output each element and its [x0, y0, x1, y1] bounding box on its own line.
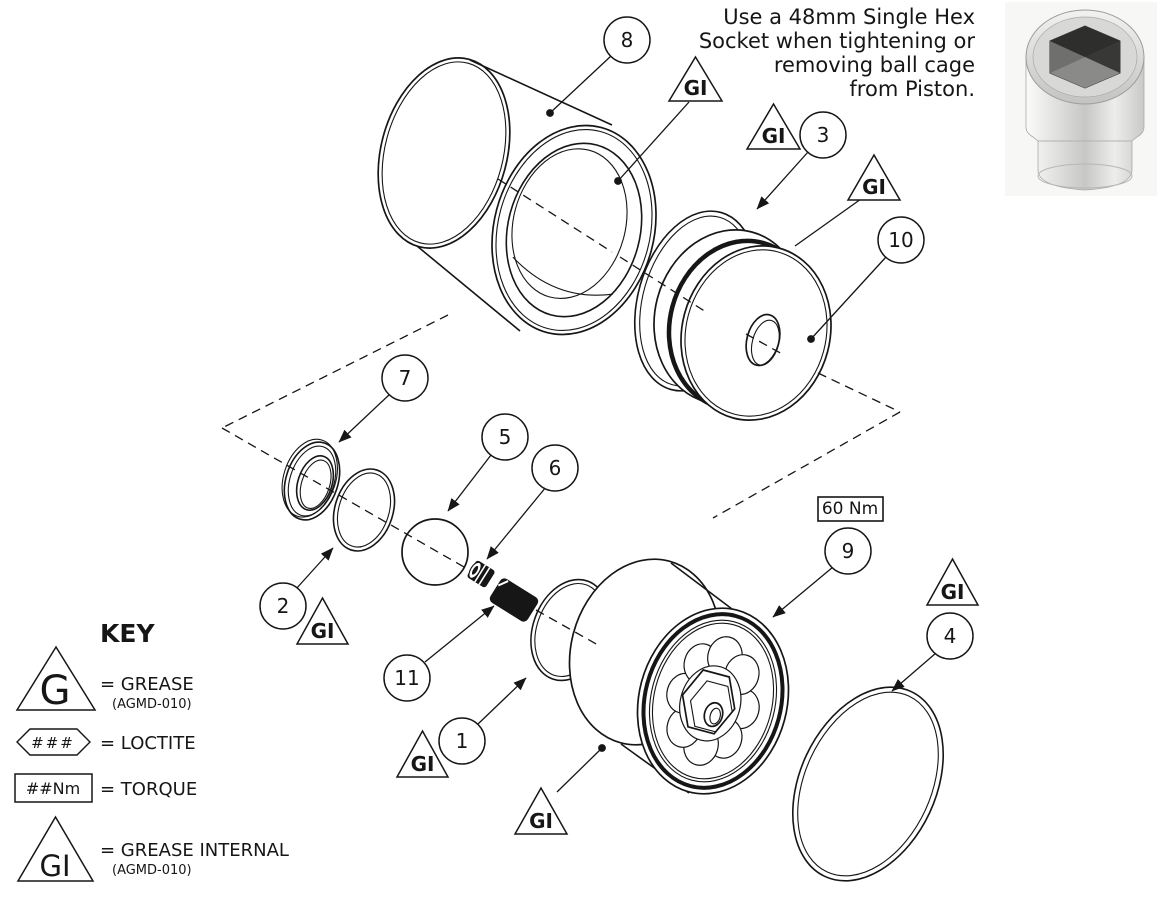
callout-5: 5 [481, 413, 529, 461]
gi-symbol-disc: GI [846, 153, 902, 201]
note-line-2: Socket when tightening or [699, 29, 976, 53]
gi-label: GI [411, 752, 435, 776]
key-title: KEY [100, 619, 155, 648]
torque-symbol: ##Nm [26, 779, 80, 798]
callout-9: 9 [824, 527, 872, 575]
key-entry-grease: G = GREASE (AGMD-010) [15, 645, 194, 714]
hex-facet-top [1050, 26, 1120, 57]
gi-symbol-oring-2: GI [295, 596, 350, 645]
note-line-1: Use a 48mm Single Hex [723, 5, 975, 29]
leader-callout-7 [338, 393, 391, 443]
grease-triangle-icon [15, 645, 97, 711]
hex-facet-bottom [1050, 57, 1120, 88]
loctite-label: = LOCTITE [100, 733, 196, 754]
hex-facet-right [1085, 41, 1120, 73]
grease-internal-symbol: GI [39, 849, 70, 883]
grease-code: (AGMD-010) [112, 697, 192, 712]
part-6-plug [467, 560, 495, 588]
note-line-4: from Piston. [849, 77, 975, 101]
torque-box-icon [14, 773, 93, 803]
torque-value: 60 Nm [822, 499, 878, 519]
grease-symbol: G [40, 668, 71, 714]
part-5-ball [401, 518, 469, 586]
instruction-note: Use a 48mm Single Hex Socket when tighte… [699, 5, 976, 101]
leader-lines [295, 55, 937, 793]
callout-11: 11 [383, 654, 431, 702]
key-entry-grease-internal: GI = GREASE INTERNAL (AGMD-010) [16, 815, 289, 883]
leader-callout-5 [447, 454, 492, 512]
callout-2: 2 [259, 582, 307, 630]
part-11-spring [489, 578, 539, 622]
callout-3: 3 [799, 111, 847, 159]
socket-bottom-edge [1037, 163, 1133, 189]
callout-5-number: 5 [499, 425, 512, 449]
leader-callout-10 [807, 256, 887, 343]
part-9-ball-cage [636, 607, 790, 795]
leader-callout-1 [477, 677, 527, 725]
callout-7-number: 7 [399, 366, 412, 390]
leader-callout-9 [772, 566, 834, 618]
leader-callout-8 [546, 55, 612, 117]
callout-3-number: 3 [817, 123, 830, 147]
leader-callout-4 [891, 652, 937, 692]
callout-11-number: 11 [394, 666, 419, 690]
hex-facet-left [1050, 41, 1085, 73]
gi-symbol-oring-1: GI [395, 729, 450, 778]
callout-4-number: 4 [944, 624, 957, 648]
callout-8-number: 8 [621, 28, 634, 52]
socket-photo [1005, 2, 1157, 196]
part-4-oring [791, 686, 945, 882]
grease-internal-code: (AGMD-010) [112, 863, 192, 878]
gi-label: GI [684, 76, 708, 100]
callout-6-number: 6 [549, 456, 562, 480]
part-8-cylinder [377, 57, 657, 336]
gi-symbol-piston: GI [513, 786, 569, 835]
callout-8: 8 [603, 16, 651, 64]
callout-10: 10 [877, 216, 925, 264]
callout-2-number: 2 [277, 594, 290, 618]
leader-callout-2 [295, 547, 334, 590]
gi-label: GI [529, 809, 553, 833]
grease-internal-label: = GREASE INTERNAL [100, 840, 289, 861]
centerlines [221, 178, 901, 646]
callout-4: 4 [926, 612, 974, 660]
note-line-3: removing ball cage [774, 53, 975, 77]
gi-label: GI [762, 124, 786, 148]
callout-9-number: 9 [842, 539, 855, 563]
grease-internal-triangle-icon [16, 815, 95, 882]
gi-label: GI [311, 619, 335, 643]
torque-callout: 60 Nm [817, 496, 884, 522]
part-2-oring [332, 468, 396, 552]
part-10-piston-disc [653, 229, 832, 421]
leader-callout-11 [424, 605, 495, 663]
gi-label: GI [862, 175, 886, 199]
callout-6: 6 [531, 444, 579, 492]
leader-callout-3 [756, 151, 809, 210]
gi-symbol-oring-4: GI [925, 557, 980, 606]
grease-label: = GREASE [100, 674, 194, 695]
leader-gi-disc [794, 198, 862, 247]
callout-7: 7 [381, 354, 429, 402]
callout-10-number: 10 [888, 228, 913, 252]
torque-label: = TORQUE [100, 779, 197, 800]
callout-1: 1 [438, 717, 486, 765]
gi-symbol-oring-3: GI [745, 102, 802, 150]
disc-center-hole [745, 313, 781, 367]
gi-label: GI [941, 580, 965, 604]
leader-gi-cylinder [614, 101, 690, 185]
part-7-seal-ring [281, 438, 341, 521]
leader-gi-piston [556, 744, 606, 793]
part-9-piston [568, 558, 790, 795]
loctite-symbol: ### [31, 734, 75, 752]
callout-1-number: 1 [456, 729, 469, 753]
gi-symbol-cylinder: GI [667, 55, 724, 102]
key-entry-loctite: ### = LOCTITE [16, 728, 196, 756]
loctite-hexagon-icon [16, 728, 91, 756]
leader-callout-6 [486, 486, 547, 560]
key-entry-torque: ##Nm = TORQUE [14, 773, 197, 803]
key-legend: KEY G = GREASE (AGMD-010) ### = LOCTITE … [14, 619, 289, 883]
